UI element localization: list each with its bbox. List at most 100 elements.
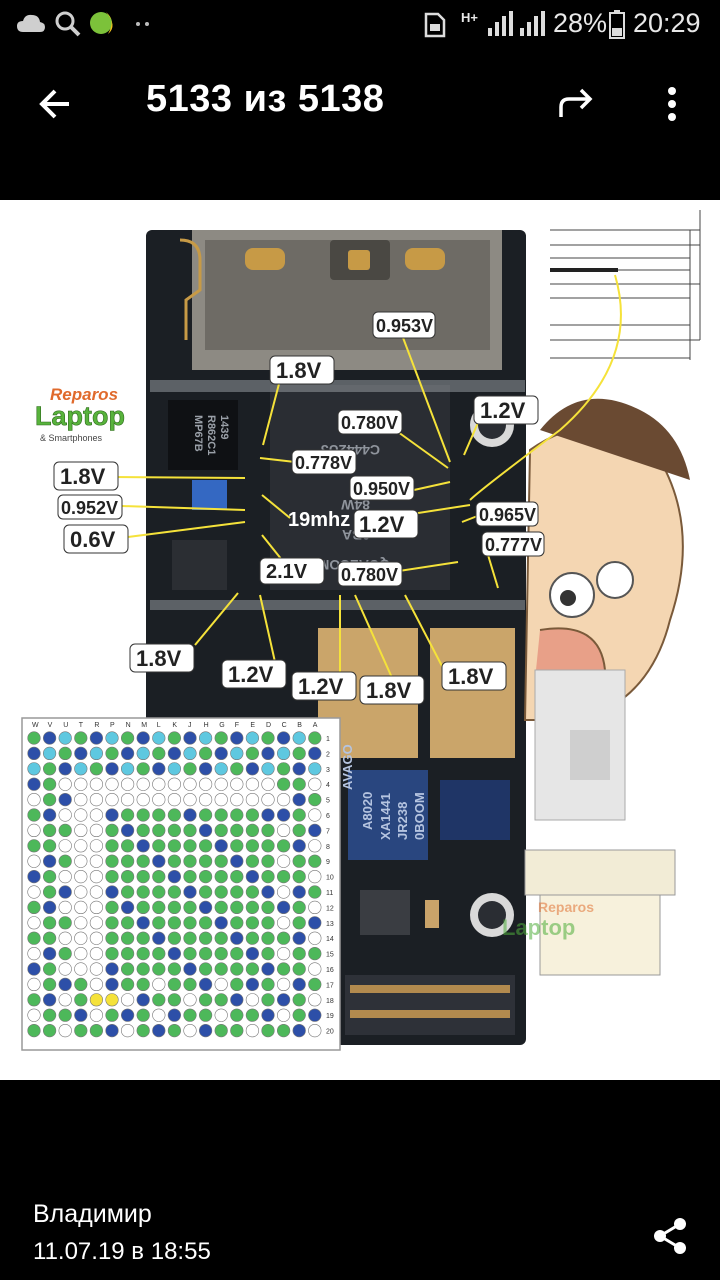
bga-ball — [27, 962, 41, 976]
bga-ball — [308, 792, 322, 807]
bga-ball — [136, 916, 150, 930]
bga-ball — [42, 746, 57, 761]
bga-ball — [214, 746, 228, 761]
bga-ball — [214, 900, 228, 915]
bga-ball — [199, 869, 213, 884]
bga-ball — [74, 885, 88, 899]
bga-ball — [136, 746, 150, 761]
bga-ball — [120, 977, 135, 992]
bga-ball — [292, 746, 306, 761]
bga-ball — [183, 885, 197, 899]
bga-ball — [27, 746, 41, 761]
grid-col-label: M — [141, 722, 147, 729]
bga-ball — [308, 854, 322, 868]
back-button[interactable] — [25, 74, 85, 134]
bga-ball — [214, 731, 228, 745]
share-button[interactable] — [640, 1206, 700, 1266]
bga-ball — [89, 931, 103, 945]
bga-ball — [27, 808, 41, 822]
bga-ball — [277, 731, 291, 745]
bga-ball — [214, 1008, 228, 1022]
grid-row-label: 15 — [326, 952, 334, 959]
grid-col-label: C — [282, 722, 287, 729]
bga-ball — [58, 1023, 72, 1038]
svg-text:JR238: JR238 — [395, 802, 410, 840]
bga-ball — [74, 777, 88, 791]
bga-ball — [105, 931, 119, 945]
forward-button[interactable] — [546, 74, 606, 134]
bga-ball — [292, 1023, 306, 1038]
bga-ball — [245, 1008, 259, 1022]
more-options-button[interactable] — [642, 74, 702, 134]
bga-ball — [292, 731, 306, 745]
svg-text:MP67B: MP67B — [192, 415, 204, 452]
bga-ball — [120, 854, 135, 868]
bga-ball — [308, 916, 322, 930]
bga-ball — [89, 854, 103, 868]
bga-ball — [261, 839, 275, 853]
image-viewer[interactable]: C4442U3 84W 0BA QUALCOMM MP67B R862C1 14… — [0, 200, 720, 1080]
bga-ball — [230, 731, 244, 745]
bga-ball — [152, 977, 166, 992]
bga-ball — [58, 823, 72, 838]
bga-ball — [27, 869, 41, 884]
svg-text:& Smartphones: & Smartphones — [40, 433, 103, 443]
bga-ball — [120, 746, 135, 761]
grid-col-label: L — [157, 722, 161, 729]
bga-ball — [308, 1008, 322, 1022]
bga-ball — [89, 762, 103, 776]
bga-ball — [261, 1008, 275, 1022]
bga-ball — [199, 931, 213, 945]
footer-info: Владимир 11.07.19 в 18:55 — [0, 1180, 720, 1280]
bga-ball — [214, 993, 228, 1007]
bga-ball — [27, 1008, 41, 1022]
svg-text:1.2V: 1.2V — [228, 662, 274, 687]
bga-ball — [136, 792, 150, 807]
bga-ball — [245, 854, 259, 868]
label-0950v: 0.950V — [349, 475, 415, 501]
bga-ball — [89, 993, 103, 1007]
pcb-diagram-image: C4442U3 84W 0BA QUALCOMM MP67B R862C1 14… — [21, 200, 720, 1051]
watermark-logo: Reparos Laptop — [502, 899, 594, 940]
bga-ball — [277, 900, 291, 915]
bga-ball — [27, 931, 41, 945]
bga-ball — [74, 839, 88, 853]
svg-text:0.953V: 0.953V — [376, 316, 433, 336]
bga-ball — [261, 746, 275, 761]
page-title: 5133 из 5138 — [146, 78, 385, 120]
bga-ball — [183, 916, 197, 930]
grid-row-label: 17 — [326, 982, 334, 989]
svg-text:1.2V: 1.2V — [298, 674, 344, 699]
bga-ball — [27, 762, 41, 776]
more-vert-icon — [668, 87, 676, 121]
svg-text:1.8V: 1.8V — [366, 678, 412, 703]
label-0965v: 0.965V — [475, 501, 539, 527]
bga-ball — [42, 777, 57, 791]
bga-ball — [136, 854, 150, 868]
bga-ball — [214, 931, 228, 945]
label-18v-top: 1.8V — [269, 355, 335, 385]
bga-ball — [183, 977, 197, 992]
bga-ball — [183, 993, 197, 1007]
bga-ball — [42, 854, 57, 868]
bga-ball — [245, 900, 259, 915]
bga-ball — [152, 885, 166, 899]
bga-ball — [89, 869, 103, 884]
bga-ball — [245, 931, 259, 945]
bga-ball — [74, 1008, 88, 1022]
bga-ball — [199, 977, 213, 992]
bga-ball — [58, 746, 72, 761]
bga-ball — [152, 1008, 166, 1022]
svg-text:0.6V: 0.6V — [70, 527, 116, 552]
grid-col-label: F — [235, 722, 239, 729]
label-18v-b3: 1.8V — [359, 675, 425, 705]
bga-ball — [183, 946, 197, 961]
grid-col-label: T — [79, 722, 84, 729]
bga-ball — [167, 916, 181, 930]
bga-ball — [58, 854, 72, 868]
bga-ball — [136, 962, 150, 976]
bga-ball — [308, 900, 322, 915]
bga-ball — [58, 839, 72, 853]
schematic-snippet — [525, 200, 720, 375]
bga-ball — [308, 946, 322, 961]
